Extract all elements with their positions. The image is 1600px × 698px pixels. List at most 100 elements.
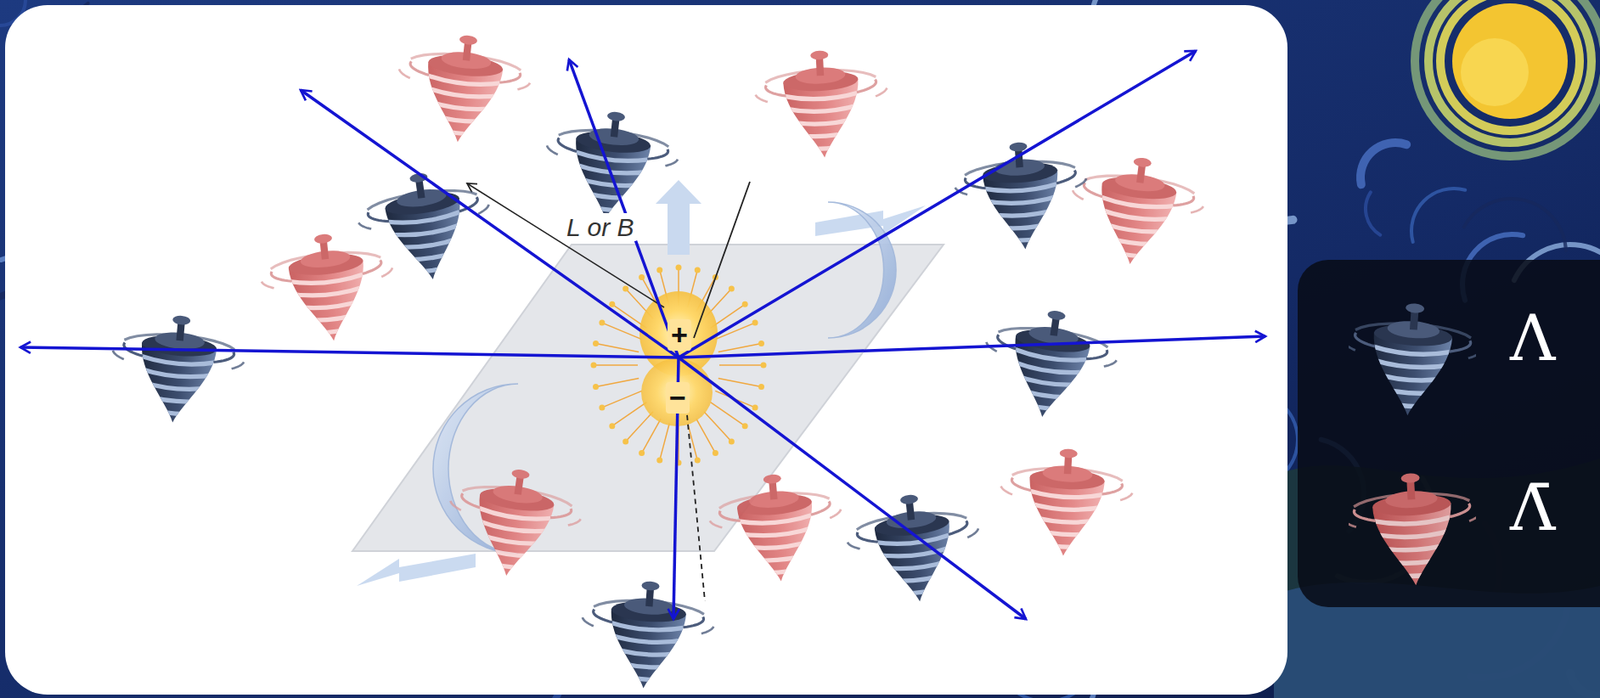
- lambda-top: [977, 301, 1123, 426]
- spin-swirl: [765, 84, 786, 97]
- legend-top-icon: [1348, 298, 1477, 421]
- top-stripe: [734, 513, 817, 527]
- top-stripes: [467, 506, 557, 573]
- spin-swirl: [358, 220, 372, 231]
- ray-dot: [656, 266, 663, 273]
- spin-swirl: [477, 204, 491, 215]
- spin-swirl: [360, 259, 383, 274]
- top-stripe: [418, 111, 502, 125]
- anti-lambda-top: [706, 468, 847, 587]
- spin-swirl: [499, 70, 521, 85]
- moon-halo: [1414, 0, 1600, 157]
- top-stripe: [1090, 245, 1173, 261]
- top-stripe: [1369, 529, 1456, 540]
- momentum-arrows: [20, 50, 1266, 620]
- spin-swirl: [1468, 349, 1477, 360]
- top-stripe: [605, 633, 688, 645]
- top-stripe: [132, 404, 215, 417]
- top-stripe: [288, 297, 372, 311]
- momentum-arrow: [300, 90, 679, 358]
- moon-core: [1460, 38, 1529, 107]
- top-stripe: [468, 543, 552, 561]
- ray-dot: [742, 301, 749, 308]
- top-stripes: [602, 621, 689, 683]
- ray-dot: [694, 457, 701, 464]
- ray: [710, 402, 746, 427]
- top-stripe: [606, 621, 689, 633]
- beam-arrow: [356, 553, 476, 586]
- top-stripe: [1368, 358, 1454, 371]
- ray: [602, 322, 643, 340]
- anti-lambda-top: [257, 227, 400, 348]
- ray-dot: [728, 286, 735, 293]
- spin-swirl: [449, 501, 462, 511]
- ray: [659, 422, 671, 461]
- spin-swirl: [1074, 178, 1087, 187]
- white-panel: [5, 5, 1288, 695]
- top-stripe: [565, 200, 648, 215]
- top-stripe: [422, 86, 505, 101]
- spin-swirl: [112, 350, 125, 360]
- ray-dot: [598, 320, 605, 327]
- spin-swirl: [875, 87, 888, 96]
- axis-label: L or B: [563, 213, 638, 242]
- brush-stroke: [1411, 188, 1465, 243]
- ray-dot: [591, 362, 598, 369]
- top-stripe: [1372, 568, 1459, 579]
- legend-label: Λ̄: [1509, 473, 1555, 543]
- top-stripe: [982, 219, 1065, 231]
- ray-dot: [656, 457, 663, 464]
- top-stripe: [1369, 345, 1455, 358]
- spin-swirl: [664, 157, 678, 168]
- top-stripe: [566, 187, 649, 202]
- top-stripe: [738, 563, 822, 576]
- top-stripes: [1002, 347, 1093, 414]
- ray-dot: [694, 266, 701, 273]
- ray-dot: [598, 404, 605, 411]
- top-knob: [1059, 448, 1078, 459]
- spin-swirl: [1000, 485, 1013, 495]
- top-stripe: [1008, 360, 1091, 378]
- top-stripe: [738, 551, 821, 564]
- ray: [596, 378, 640, 388]
- spin-swirl: [517, 81, 530, 91]
- spin-swirl: [1082, 182, 1105, 198]
- spin-swirl: [1071, 190, 1085, 200]
- spin-swirl: [755, 94, 768, 103]
- top-stripe: [1369, 516, 1456, 527]
- ray-dot: [608, 301, 615, 308]
- top-stripes: [383, 209, 473, 277]
- top-stripe: [780, 91, 863, 102]
- moon-disc: [1452, 3, 1568, 119]
- top-stripe: [604, 646, 688, 658]
- top-stripe: [1370, 541, 1457, 553]
- spin-swirl: [1190, 204, 1204, 215]
- spin-swirl: [647, 146, 669, 161]
- top-knob: [1405, 303, 1426, 315]
- top-stripe: [781, 103, 864, 113]
- anti-lambda-top: [753, 47, 891, 162]
- anti-lambda-top: [392, 28, 535, 149]
- legend-top-icon: [1348, 469, 1477, 589]
- top-stripe: [1004, 384, 1088, 402]
- momentum-arrow: [569, 59, 679, 358]
- momentum-arrow: [678, 50, 1196, 358]
- ray-dot: [676, 264, 682, 271]
- spin-swirl: [270, 269, 293, 283]
- top-stripe: [1092, 232, 1175, 248]
- brush-stroke: [1365, 191, 1381, 235]
- spin-swirl: [719, 509, 740, 524]
- top-stripe: [983, 231, 1066, 243]
- spin-swirl: [1354, 332, 1376, 347]
- ray-dot: [592, 340, 599, 347]
- top-stripes: [1090, 195, 1179, 260]
- spin-swirl: [546, 145, 559, 155]
- ray: [719, 364, 764, 367]
- spin-swirl: [1348, 341, 1357, 351]
- ray: [602, 390, 643, 408]
- ray: [718, 343, 762, 352]
- ray: [704, 411, 732, 442]
- top-stripe: [1025, 501, 1108, 512]
